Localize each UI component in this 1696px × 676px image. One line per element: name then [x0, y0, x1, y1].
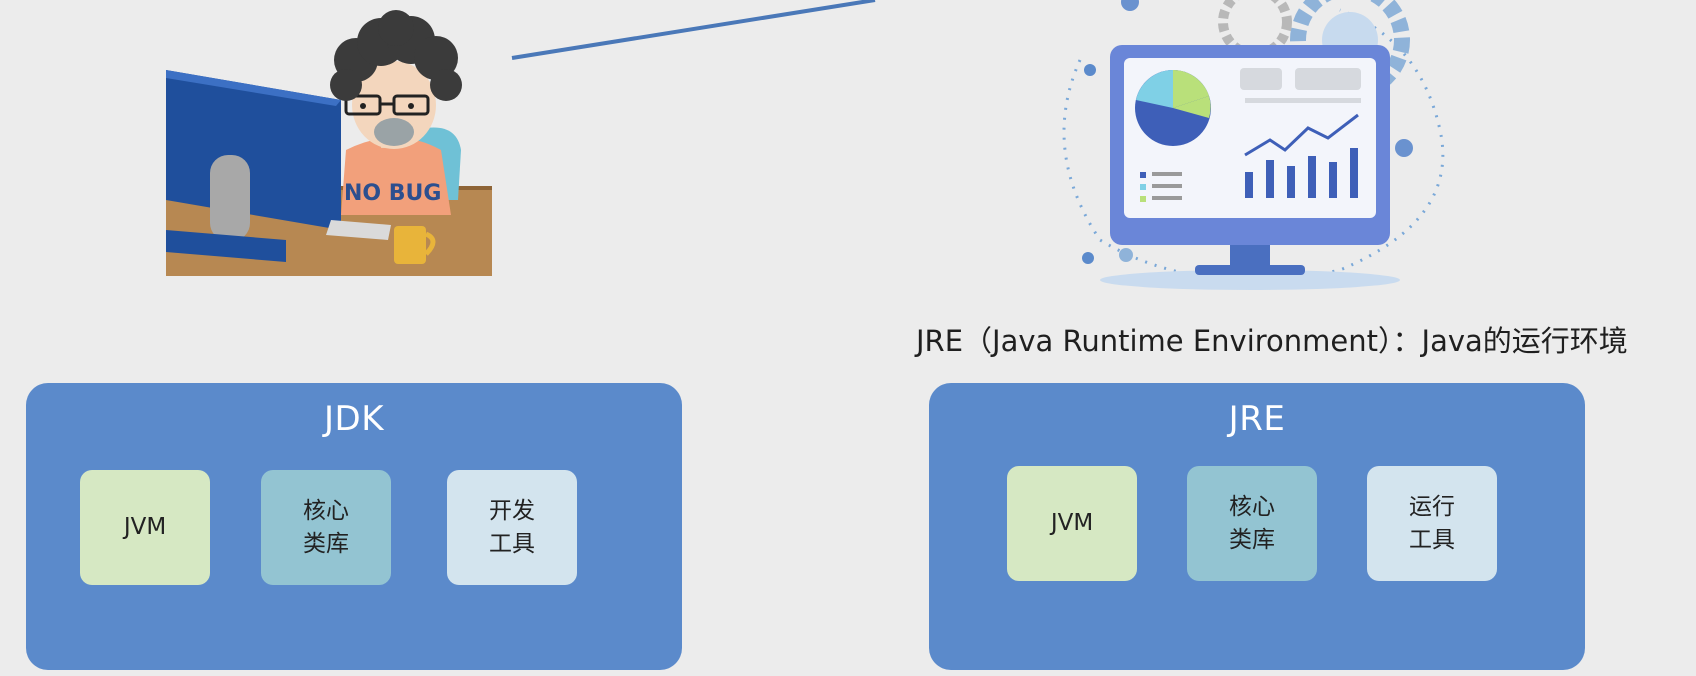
- jre-jvm-label: JVM: [1050, 510, 1094, 536]
- jre-core-label-line1: 核心: [1229, 493, 1275, 520]
- developer-illustration: NO BUG: [166, 10, 492, 276]
- jdk-core-library-block: 核心 类库: [261, 470, 391, 585]
- jre-tools-label-line1: 运行: [1409, 493, 1455, 520]
- jre-caption: JRE（Java Runtime Environment）：Java的运行环境: [916, 324, 1628, 358]
- jdk-jvm-label: JVM: [123, 514, 167, 540]
- jdk-title: JDK: [323, 399, 384, 439]
- jre-core-library-block: 核心 类库: [1187, 466, 1317, 581]
- jdk-jvm-block: JVM: [80, 470, 210, 585]
- monitor-illustration: [1062, 0, 1445, 290]
- jre-box: JRE JVM 核心 类库 运行 工具: [929, 383, 1585, 670]
- jre-jvm-block: JVM: [1007, 466, 1137, 581]
- jdk-tools-label-line1: 开发: [489, 497, 535, 524]
- jre-tools-label-line2: 工具: [1409, 526, 1455, 553]
- jre-title: JRE: [1228, 399, 1286, 439]
- jre-core-label-line2: 类库: [1229, 526, 1275, 553]
- jdk-core-label-line1: 核心: [303, 497, 349, 524]
- jdk-dev-tools-block: 开发 工具: [447, 470, 577, 585]
- jdk-box: JDK JVM 核心 类库 开发 工具: [26, 383, 682, 670]
- jdk-core-label-line2: 类库: [303, 530, 349, 557]
- svg-text:NO BUG: NO BUG: [344, 181, 441, 206]
- jdk-tools-label-line2: 工具: [489, 530, 535, 557]
- jre-runtime-tools-block: 运行 工具: [1367, 466, 1497, 581]
